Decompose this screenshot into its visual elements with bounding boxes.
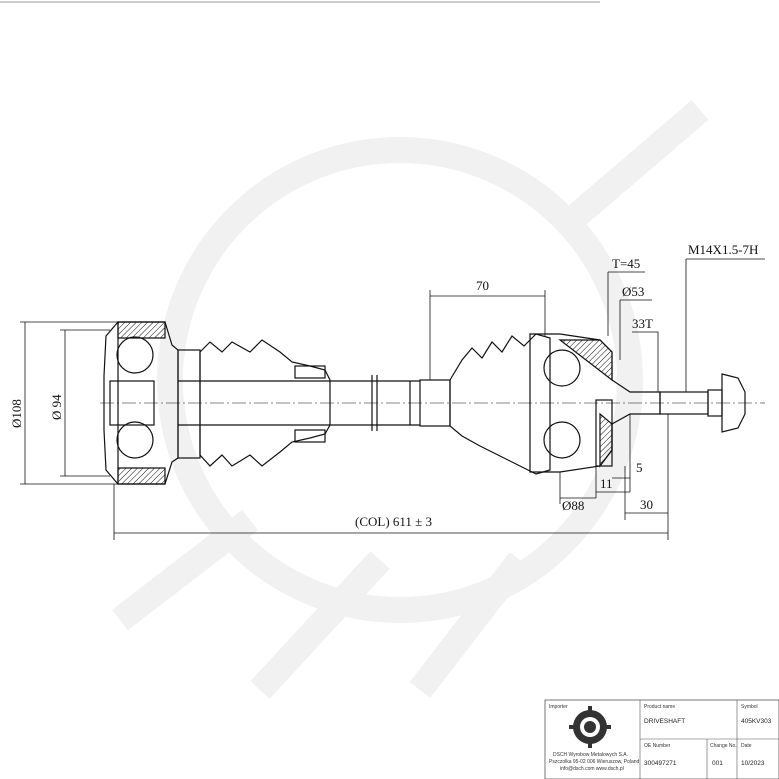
tb-date-label: Date xyxy=(741,743,752,749)
tb-symbol: 405KV303 xyxy=(741,718,772,725)
tb-company-line-2: Pszczolka 95-02 006 Wieruszow, Poland xyxy=(549,759,640,765)
dimension-lines xyxy=(20,258,765,540)
stub-axle xyxy=(659,373,746,433)
dim-spline: 33T xyxy=(632,316,653,331)
dim-dia-88: Ø88 xyxy=(562,498,584,513)
tb-date: 10/2023 xyxy=(741,760,765,767)
dim-len-30: 30 xyxy=(640,497,653,512)
tb-company-line-3: info@dsch.com www.dsch.pl xyxy=(560,766,624,772)
tb-importer-label: Importer xyxy=(549,704,568,710)
company-logo xyxy=(569,706,611,748)
shaft-drawing xyxy=(100,321,765,485)
outer-boot xyxy=(449,333,551,475)
tb-oe-number: 300497271 xyxy=(644,760,677,767)
tb-company-line-1: DSCH Wyrobow Metalowych S.A. xyxy=(553,752,628,758)
tb-symbol-label: Symbol xyxy=(741,704,758,710)
dim-length: (COL) 611 ± 3 xyxy=(355,514,432,529)
dim-dia-94: Ø 94 xyxy=(49,394,64,420)
tb-oe-label: OE Number xyxy=(644,743,671,749)
dim-torx: T=45 xyxy=(612,256,640,271)
shaft-bar xyxy=(178,375,420,431)
dim-dia-108: Ø108 xyxy=(9,399,24,428)
watermark xyxy=(112,100,709,699)
tb-product-label: Product name xyxy=(644,704,675,710)
title-block: Importer Product name DRIVESHAFT Symbol … xyxy=(544,699,779,779)
tb-product-name: DRIVESHAFT xyxy=(644,718,685,725)
dim-thread: M14X1.5-7H xyxy=(688,242,758,257)
dim-len-11: 11 xyxy=(600,476,613,491)
tb-change-label: Change No. xyxy=(710,743,737,749)
abs-ring xyxy=(595,399,613,467)
dim-len-5: 5 xyxy=(636,460,643,475)
dim-len-70: 70 xyxy=(476,278,489,293)
tb-change-no: 001 xyxy=(712,760,723,767)
dim-dia-53: Ø53 xyxy=(622,284,644,299)
dimension-texts: (COL) 611 ± 3 Ø108 Ø 94 70 T=45 Ø53 33T … xyxy=(9,242,758,529)
boot-clamp-inner xyxy=(294,365,326,379)
boot-clamp-inner-2 xyxy=(294,429,326,443)
